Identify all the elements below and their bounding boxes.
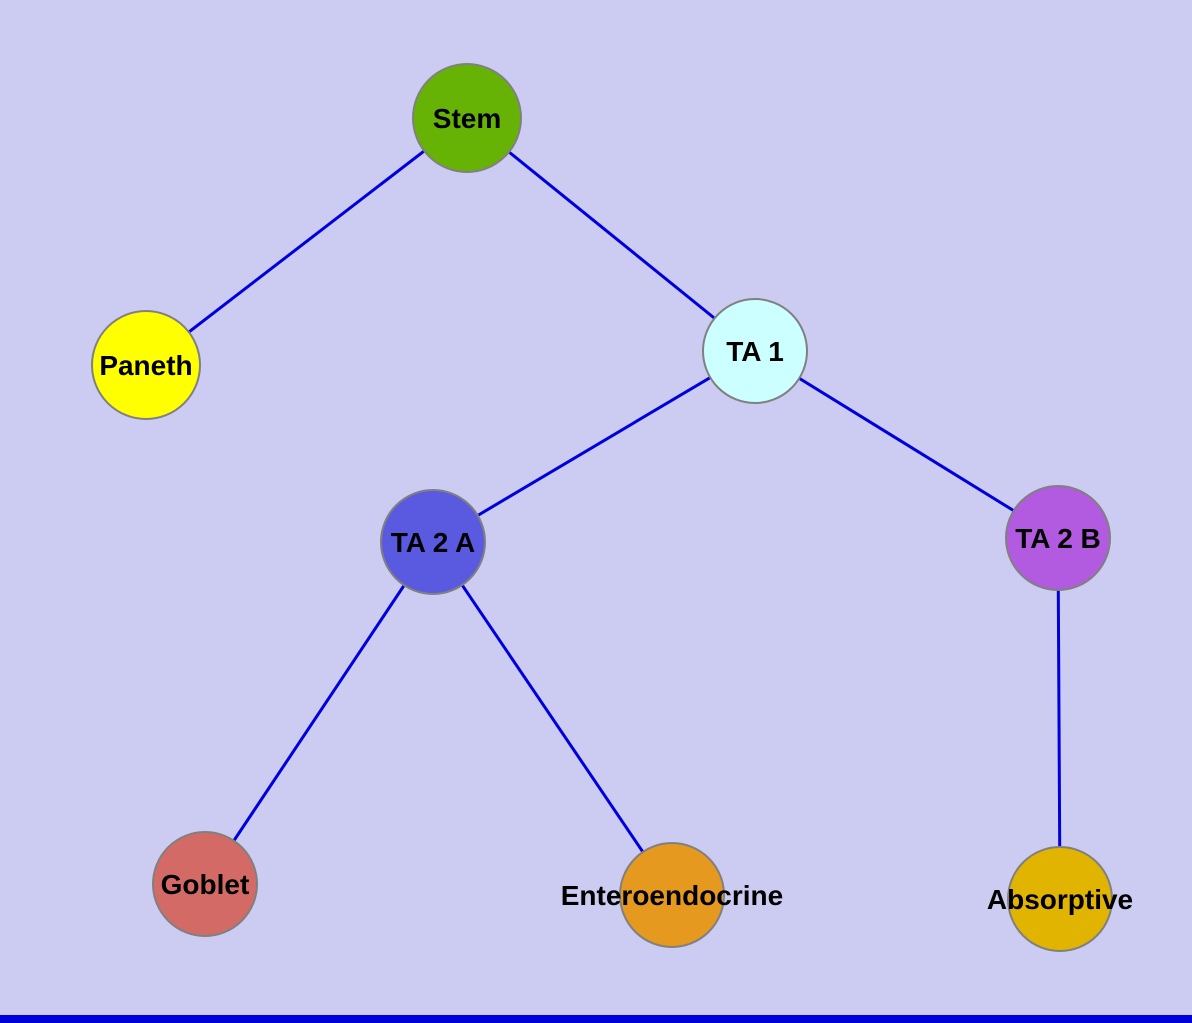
node-circle-ta2a[interactable] — [380, 489, 486, 595]
node-circle-ta2b[interactable] — [1005, 485, 1111, 591]
edge-ta2b-absorptive — [1056, 537, 1062, 900]
node-label-ta2b: TA 2 B — [1015, 523, 1101, 554]
edge-stem-paneth — [145, 116, 468, 367]
node-circle-paneth[interactable] — [91, 310, 201, 420]
node-label-absorptive: Absorptive — [987, 884, 1133, 915]
node-circle-goblet[interactable] — [152, 831, 258, 937]
edge-ta1-ta2b — [754, 349, 1059, 540]
node-label-paneth: Paneth — [99, 350, 192, 381]
node-label-ta1: TA 1 — [726, 336, 784, 367]
node-circle-stem[interactable] — [412, 63, 522, 173]
node-circle-enteroendocrine[interactable] — [619, 842, 725, 948]
node-paneth[interactable]: Paneth — [91, 310, 201, 420]
edge-ta2a-enteroendocrine — [431, 541, 674, 896]
edge-ta1-ta2a — [432, 349, 756, 544]
node-absorptive[interactable]: Absorptive — [987, 846, 1133, 952]
node-ta2a[interactable]: TA 2 A — [380, 489, 486, 595]
edge-stem-ta1 — [466, 116, 756, 353]
node-goblet[interactable]: Goblet — [152, 831, 258, 937]
node-label-ta2a: TA 2 A — [391, 527, 476, 558]
node-ta2b[interactable]: TA 2 B — [1005, 485, 1111, 591]
node-ta1[interactable]: TA 1 — [702, 298, 808, 404]
node-circle-ta1[interactable] — [702, 298, 808, 404]
edge-ta2a-goblet — [203, 541, 435, 885]
bottom-border-bar — [0, 1015, 1192, 1023]
node-label-goblet: Goblet — [161, 869, 250, 900]
node-label-stem: Stem — [433, 103, 501, 134]
node-label-enteroendocrine: Enteroendocrine — [561, 880, 783, 911]
node-circle-absorptive[interactable] — [1007, 846, 1113, 952]
node-enteroendocrine[interactable]: Enteroendocrine — [561, 842, 783, 948]
node-stem[interactable]: Stem — [412, 63, 522, 173]
